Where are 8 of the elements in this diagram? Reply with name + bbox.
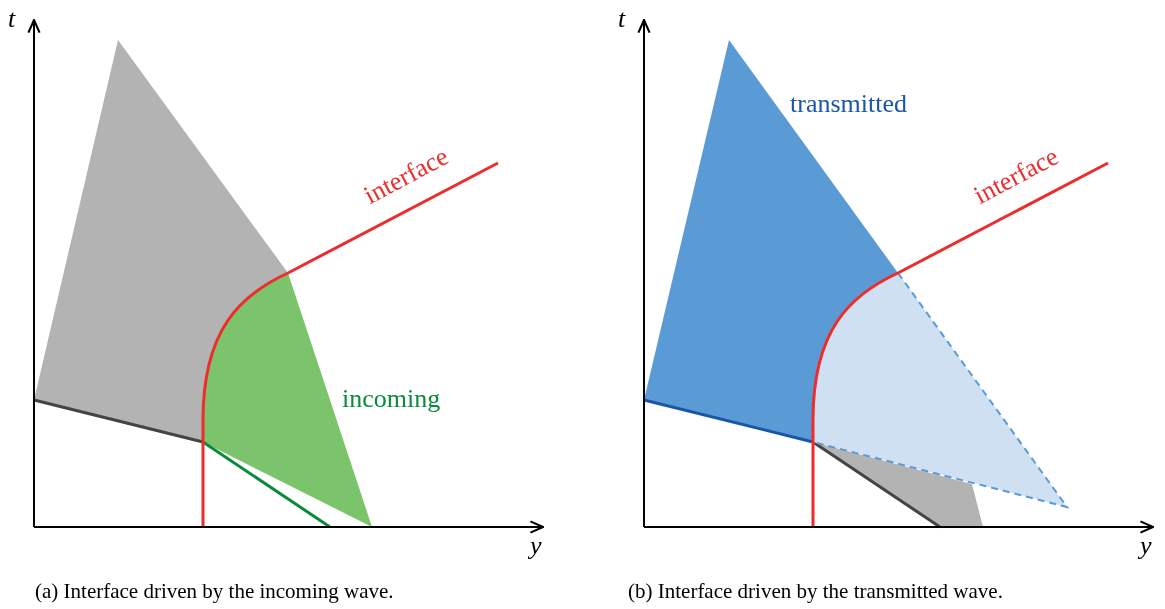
region-label: incoming [342, 386, 441, 412]
axis-label: t [618, 6, 626, 32]
subcaption: (a) Interface driven by the incoming wave. [35, 581, 394, 602]
axis-label: y [530, 533, 542, 559]
axis-label: y [1140, 533, 1152, 559]
axis-label: t [8, 6, 16, 32]
subcaption: (b) Interface driven by the transmitted wave. [628, 581, 1003, 602]
region-label: transmitted [790, 91, 907, 117]
